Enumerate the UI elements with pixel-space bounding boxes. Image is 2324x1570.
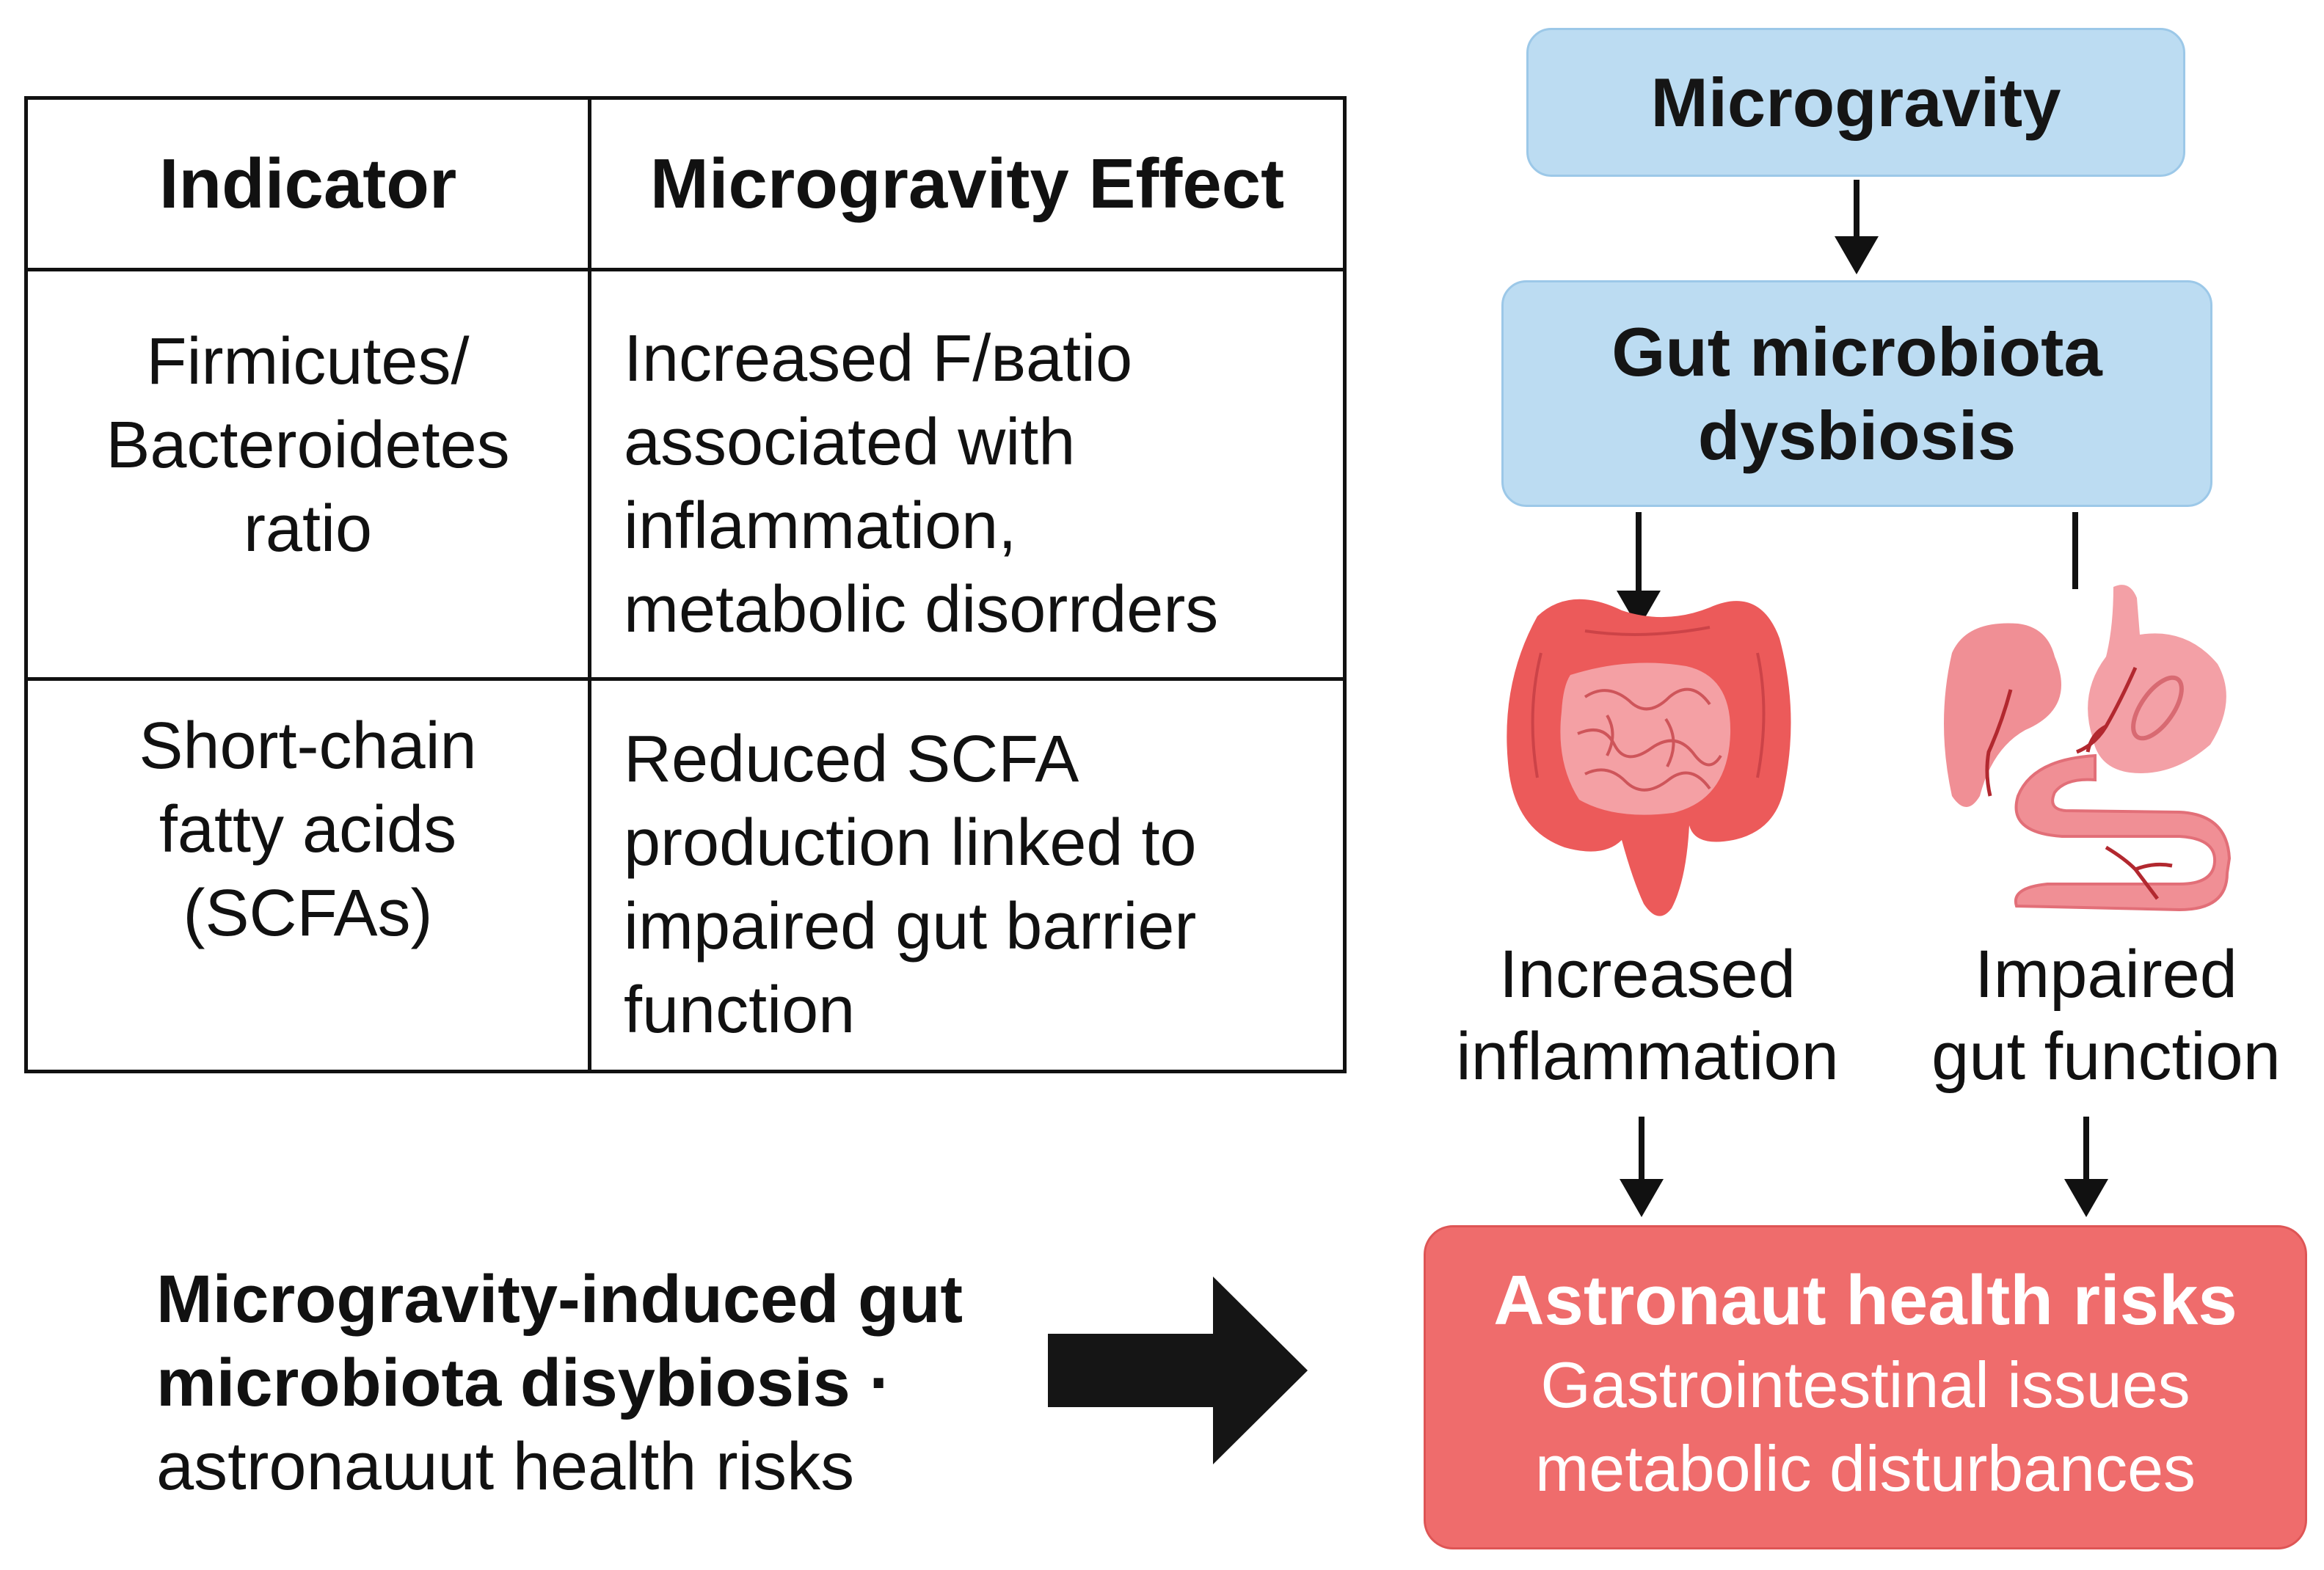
outcome-title: Astronaut health risks (1493, 1261, 2237, 1340)
effect-cell: Reduced SCFA production linked to impair… (624, 723, 1197, 1047)
outcome-line: metabolic disturbances (1534, 1432, 2196, 1505)
arrow-down-icon (1620, 1117, 1664, 1217)
arrow-down-icon (2064, 1117, 2108, 1217)
indicator-cell: Firmicutes/ Bacteroidetes ratio (106, 324, 510, 566)
table-row-divider (28, 677, 1343, 681)
arrow-down-icon (1617, 512, 1661, 629)
impaired-gut-function-label: Impaired gut function (1931, 937, 2281, 1094)
arrow-down-icon (1835, 180, 1879, 274)
table-row: Firmicutes/ Bacteroidetes ratio (28, 271, 588, 677)
effect-cell: Increased F/ʙatio associated with inflam… (624, 322, 1219, 646)
astronaut-health-risks-box: Astronaut health risks Gastrointestinal … (1424, 1225, 2307, 1549)
outcome-line: Gastrointestinal issues (1540, 1348, 2190, 1421)
indicator-cell: Short-chain fatty acids (SCFAs) (139, 709, 477, 950)
indicator-table: Indicator Microgravity Effect Firmicutes… (24, 96, 1347, 1073)
stomach-intestine-icon (1944, 585, 2232, 912)
big-right-arrow-icon (1048, 1277, 1308, 1464)
increased-inflammation-label: Increased inflammation (1456, 937, 1839, 1094)
header-microgravity-effect: Microgravity Effect (649, 144, 1285, 223)
gut-dysbiosis-box: Gut microbiota dysbiosis (1501, 280, 2212, 507)
header-indicator: Indicator (159, 144, 457, 223)
microgravity-box: Microgravity (1526, 28, 2185, 177)
table-column-divider (588, 100, 591, 1070)
table-row-divider (28, 268, 1343, 271)
table-row: Short-chain fatty acids (SCFAs) (28, 681, 588, 1073)
large-intestine-icon (1507, 599, 1791, 916)
summary-caption: Microgravity-induced gut microbiota disy… (156, 1262, 963, 1504)
